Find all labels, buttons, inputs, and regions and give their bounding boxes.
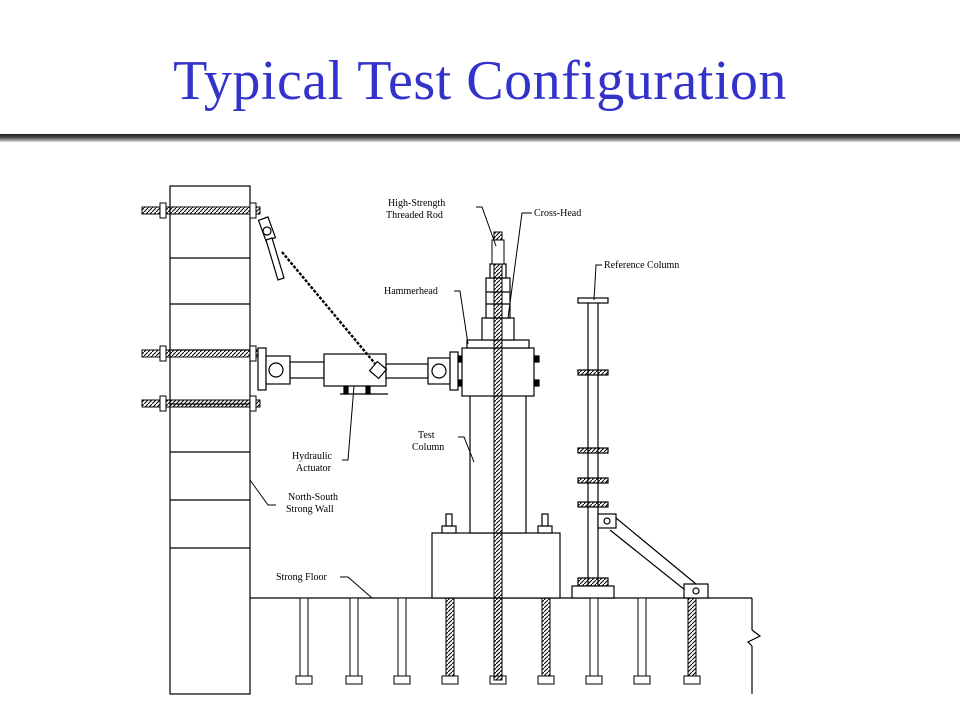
label-actuator-line1: Hydraulic (292, 451, 333, 462)
label-actuator-line2: Actuator (296, 463, 332, 474)
diagram-labels: High-Strength Threaded Rod Cross-Head Re… (276, 198, 679, 583)
reference-column (571, 297, 709, 599)
title-divider (0, 134, 960, 142)
label-threaded-rod-line1: High-Strength (388, 198, 445, 209)
label-strong-wall-line1: North-South (288, 492, 338, 503)
leader-lines (249, 206, 602, 599)
actuator-brace (257, 216, 388, 380)
label-strong-wall-line2: Strong Wall (286, 504, 334, 515)
strong-wall (169, 185, 251, 695)
label-threaded-rod-line2: Threaded Rod (386, 210, 443, 221)
label-hammerhead: Hammerhead (384, 286, 438, 297)
wall-tie-rods (141, 202, 261, 412)
label-strong-floor: Strong Floor (276, 572, 328, 583)
label-test-column-line2: Column (412, 442, 444, 453)
threaded-rod (491, 231, 505, 681)
label-reference-column: Reference Column (604, 260, 679, 271)
label-cross-head: Cross-Head (534, 208, 581, 219)
hydraulic-actuator (257, 347, 459, 395)
slide-title: Typical Test Configuration (173, 50, 787, 112)
label-test-column-line1: Test (418, 430, 435, 441)
